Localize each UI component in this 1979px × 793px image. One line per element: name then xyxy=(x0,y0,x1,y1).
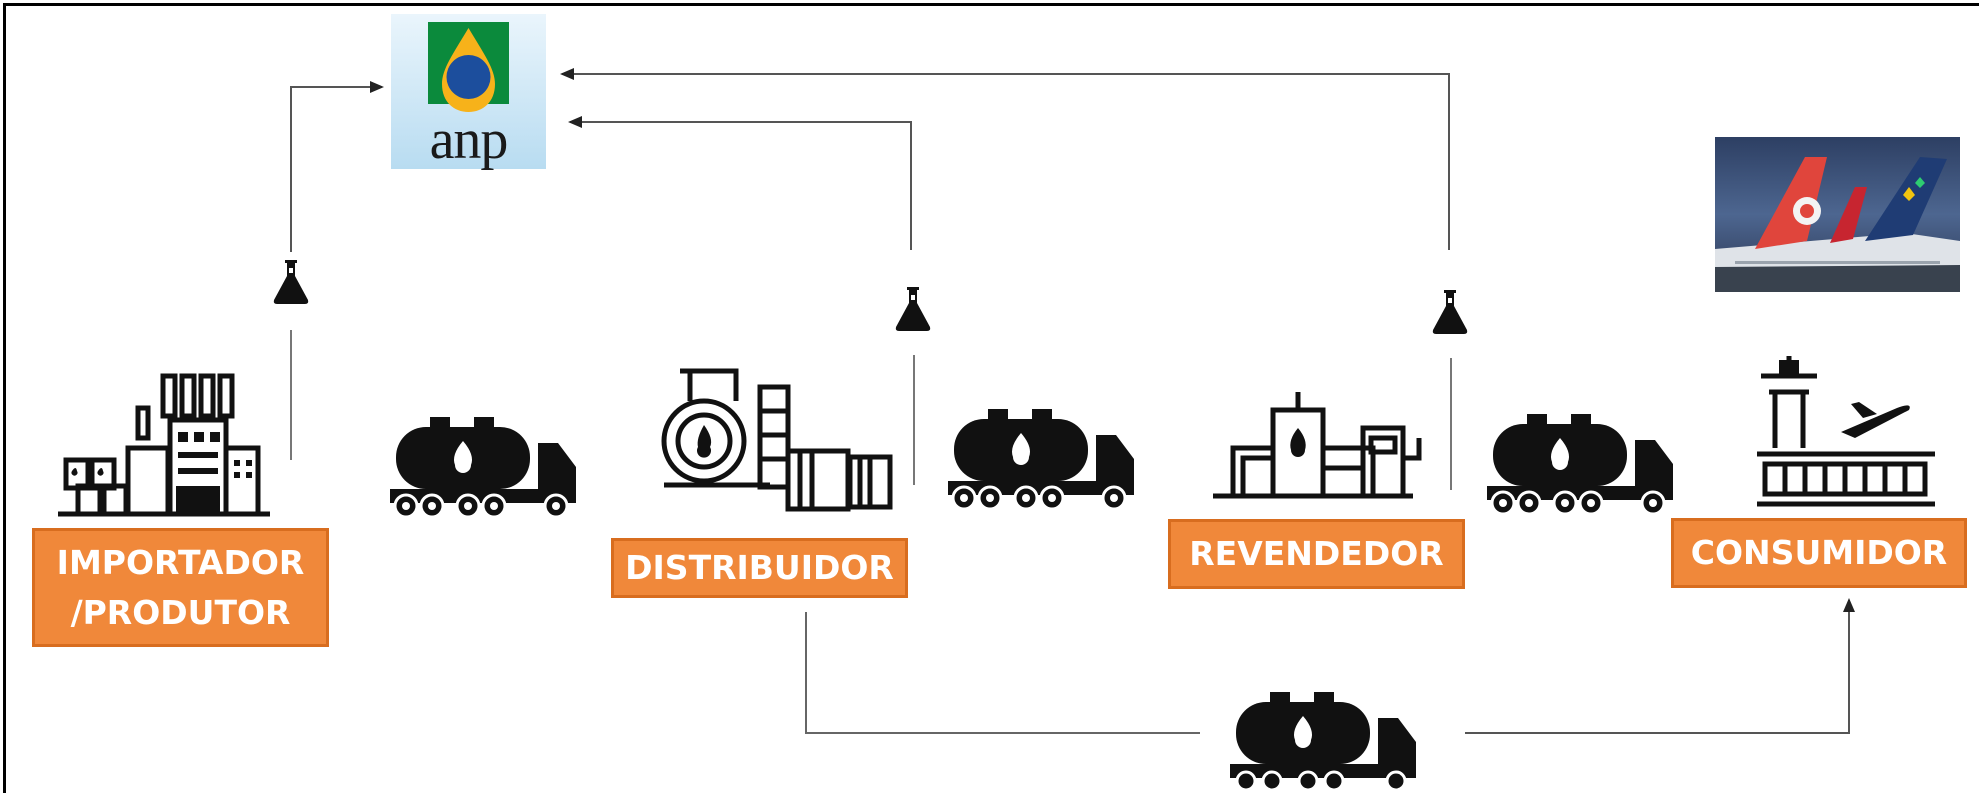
anp-logo-text: anp xyxy=(391,112,546,168)
airport-icon xyxy=(1755,352,1940,510)
tanker-truck-icon xyxy=(390,413,582,519)
importador-label-line1: IMPORTADOR xyxy=(57,538,305,588)
flask-icon xyxy=(272,258,310,306)
fuel-station-icon xyxy=(1213,392,1419,496)
connector-revendedor-anp xyxy=(562,74,1449,250)
tanker-truck-icon xyxy=(1230,688,1422,790)
importador-label-line2: /PRODUTOR xyxy=(71,588,291,638)
importador-produtor-label: IMPORTADOR /PRODUTOR xyxy=(32,528,329,647)
airplanes-photo xyxy=(1715,137,1960,292)
revendedor-label: REVENDEDOR xyxy=(1168,519,1465,589)
distribuidor-label: DISTRIBUIDOR xyxy=(611,538,908,598)
tanker-truck-icon xyxy=(1487,410,1679,516)
refinery-icon xyxy=(58,368,270,518)
connector-distribuidor-bottom xyxy=(806,612,1200,733)
tanker-truck-icon xyxy=(948,405,1140,511)
flask-icon xyxy=(894,285,932,333)
flask-icon xyxy=(1431,288,1469,336)
connector-consumidor-bottom xyxy=(1465,600,1849,733)
connector-distribuidor-anp xyxy=(570,122,911,250)
connector-importador-anp xyxy=(291,87,382,252)
anp-logo: anp xyxy=(391,14,546,169)
fuel-storage-icon xyxy=(660,367,900,512)
consumidor-label: CONSUMIDOR xyxy=(1671,518,1967,588)
